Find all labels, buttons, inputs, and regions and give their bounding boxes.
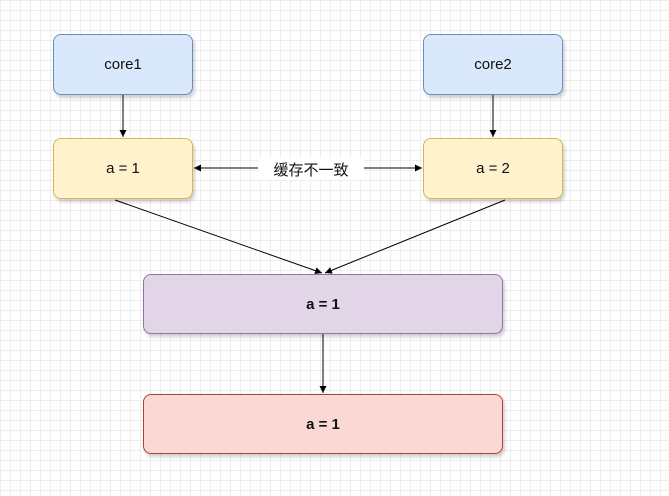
- core1-cache-node[interactable]: a = 1: [53, 138, 193, 199]
- arrow-cache1-to-shared: [114, 199, 323, 274]
- main-memory-label: a = 1: [306, 415, 340, 433]
- core2-cache-label: a = 2: [476, 160, 510, 177]
- shared-cache-node[interactable]: a = 1: [143, 274, 503, 334]
- core2-label: core2: [474, 56, 512, 73]
- core2-node[interactable]: core2: [423, 34, 563, 95]
- main-memory-node[interactable]: a = 1: [143, 394, 503, 454]
- core1-label: core1: [104, 56, 142, 73]
- cache-inconsistency-label: 缓存不一致: [258, 158, 364, 180]
- shared-cache-label: a = 1: [306, 295, 340, 313]
- core1-cache-label: a = 1: [106, 160, 140, 177]
- core2-cache-node[interactable]: a = 2: [423, 138, 563, 199]
- core1-node[interactable]: core1: [53, 34, 193, 95]
- arrow-cache2-to-shared: [324, 199, 506, 274]
